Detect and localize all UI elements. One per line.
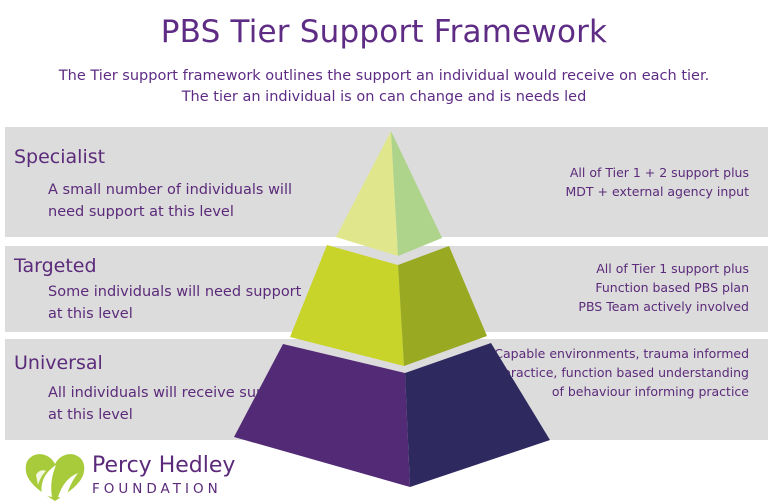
tier-support-line: PBS Team actively involved <box>578 299 749 314</box>
pyramid-tier-1-right-face <box>391 131 442 256</box>
tier-support-line: All of Tier 1 + 2 support plus <box>569 165 749 180</box>
tier-desc-line: at this level <box>48 407 133 423</box>
tier-desc-universal: All individuals will receive sup at this… <box>48 382 265 426</box>
tier-support-line: Capable environments, trauma informed <box>494 346 749 361</box>
tier-support-line: All of Tier 1 support plus <box>596 261 749 276</box>
tier-desc-line: All individuals will receive sup <box>48 385 266 401</box>
tier-name-specialist: Specialist <box>14 146 106 168</box>
tier-support-targeted: All of Tier 1 support plus Function base… <box>578 259 749 316</box>
page-subtitle: The Tier support framework outlines the … <box>0 66 768 108</box>
tier-name-universal: Universal <box>14 352 103 374</box>
pyramid-tier-1-left-face <box>336 131 398 256</box>
tier-desc-line: A small number of individuals will <box>48 182 293 198</box>
logo-name: Percy Hedley <box>92 453 236 478</box>
tier-name-targeted: Targeted <box>14 255 97 277</box>
tier-desc-targeted: Some individuals will need support at th… <box>48 281 301 325</box>
logo-foundation: FOUNDATION <box>92 481 222 497</box>
tier-support-line: Function based PBS plan <box>595 280 749 295</box>
tier-support-line: practice, function based understanding <box>502 365 749 380</box>
tier-support-universal: Capable environments, trauma informed pr… <box>494 344 749 401</box>
subtitle-line-1: The Tier support framework outlines the … <box>58 68 710 84</box>
pyramid-tier-3-right-face <box>405 343 550 487</box>
pyramid-tier-2-left-face <box>290 245 404 366</box>
pyramid-tier-3-left-face <box>234 344 410 487</box>
heart-logo-icon <box>25 454 85 501</box>
pyramid-tier-2-right-face <box>398 246 487 366</box>
tier-desc-line: Some individuals will need support <box>48 284 302 300</box>
tier-desc-specialist: A small number of individuals will need … <box>48 179 292 223</box>
tier-support-line: MDT + external agency input <box>565 184 749 199</box>
tier-desc-line: need support at this level <box>48 204 234 220</box>
tier-desc-line: at this level <box>48 306 133 322</box>
tier-support-specialist: All of Tier 1 + 2 support plus MDT + ext… <box>566 163 749 201</box>
subtitle-line-2: The tier an individual is on can change … <box>181 89 587 105</box>
tier-support-line: of behaviour informing practice <box>551 384 749 399</box>
page-title: PBS Tier Support Framework <box>160 14 608 50</box>
